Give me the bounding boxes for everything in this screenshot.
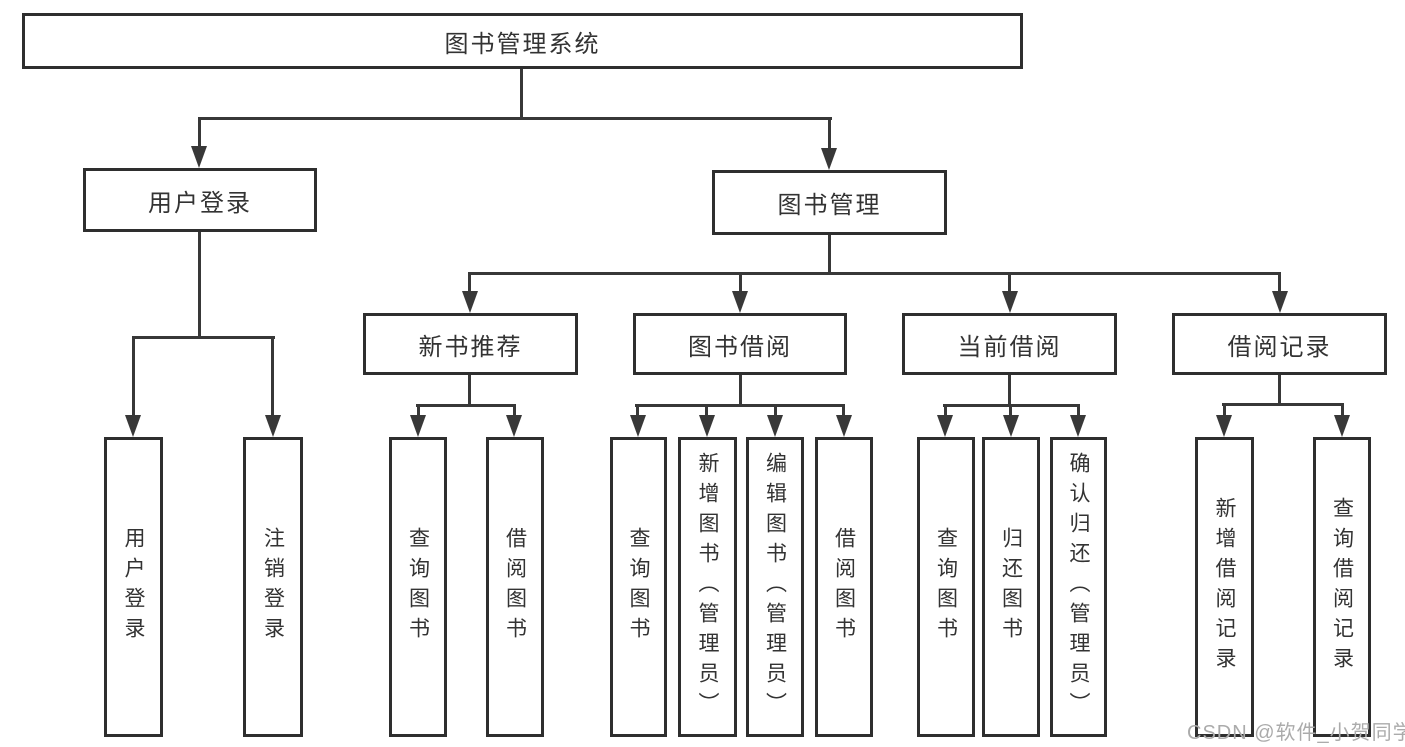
leaf-query-books-borrow: 查询图书 [610,437,667,737]
arrowhead-confirm-return [1070,415,1086,437]
connector-borrowing-bar [635,404,845,407]
leaf-label: 查询图书 [627,527,650,647]
leaf-borrow-books: 借阅图书 [815,437,873,737]
connector-drop-user-login [198,117,201,146]
connector-records-stem [1278,375,1281,406]
leaf-return-books: 归还图书 [982,437,1040,737]
node-label: 当前借阅 [957,333,1062,361]
connector-borrowing-stem [739,375,742,407]
connector-recommend-bar [416,404,516,407]
node-current-borrowing: 当前借阅 [902,313,1117,375]
leaf-add-books-admin: 新增图书（管理员） [678,437,737,737]
leaf-edit-books-admin: 编辑图书（管理员） [746,437,804,737]
connector-drop-confirm-return [1077,404,1080,415]
node-label: 图书管理 [777,192,882,219]
leaf-label: 归还图书 [999,527,1023,647]
arrowhead-borrow-recommend [506,415,522,437]
connector-drop-leaf-logout [271,336,274,415]
connector-drop-query-current [944,404,947,415]
connector-level2-bar [198,117,832,120]
leaf-logout: 注销登录 [243,437,303,737]
arrowhead-borrow-books [836,415,852,437]
arrowhead-user-login [191,146,207,168]
arrowhead-query-borrow [630,415,646,437]
arrowhead-edit-books [767,415,783,437]
arrowhead-query-record [1334,415,1350,437]
node-label: 借阅记录 [1227,333,1332,361]
leaf-query-books-recommend: 查询图书 [389,437,447,737]
leaf-add-borrow-record: 新增借阅记录 [1195,437,1254,737]
leaf-label: 查询借阅记录 [1330,497,1354,677]
arrowhead-query-recommend [410,415,426,437]
arrowhead-add-record [1216,415,1232,437]
node-new-book-recommendation: 新书推荐 [363,313,578,375]
arrowhead-new-book-recommendation [462,291,478,313]
arrowhead-book-management [821,148,837,170]
arrowhead-leaf-user-login [125,415,141,437]
connector-user-login-stem [198,232,201,339]
arrowhead-borrowing-records [1272,291,1288,313]
connector-root-stem [520,69,523,120]
connector-drop-book-borrowing [739,272,742,291]
connector-current-stem [1008,375,1011,407]
connector-drop-book-management [828,117,831,148]
node-label: 图书借阅 [688,333,792,361]
leaf-label: 编辑图书（管理员） [763,452,787,722]
connector-drop-borrow-books [842,404,845,415]
node-book-management: 图书管理 [712,170,947,235]
leaf-label: 借阅图书 [832,527,856,647]
connector-drop-add-record [1223,403,1226,415]
connector-drop-return-books [1009,404,1012,415]
node-library-management-system: 图书管理系统 [22,13,1023,69]
leaf-label: 新增借阅记录 [1213,497,1236,677]
csdn-watermark: CSDN @软件_小贺同学 [1187,722,1405,744]
arrowhead-query-current [937,415,953,437]
leaf-label: 确认归还（管理员） [1067,452,1090,722]
arrowhead-leaf-logout [265,415,281,437]
leaf-query-books-current: 查询图书 [917,437,975,737]
connector-user-login-bar [132,336,275,339]
connector-book-management-stem [828,235,831,275]
arrowhead-add-books [699,415,715,437]
connector-drop-current-borrowing [1008,272,1011,291]
arrowhead-book-borrowing [732,291,748,313]
leaf-confirm-return-admin: 确认归还（管理员） [1050,437,1107,737]
leaf-query-borrow-record: 查询借阅记录 [1313,437,1371,737]
leaf-label: 借阅图书 [503,527,527,647]
connector-drop-query-borrow [636,404,639,415]
connector-drop-borrow-recommend [513,404,516,415]
node-label: 用户登录 [148,189,252,217]
node-user-login: 用户登录 [83,168,317,232]
node-borrowing-records: 借阅记录 [1172,313,1387,375]
leaf-label: 查询图书 [406,527,430,647]
connector-drop-edit-books [774,404,777,415]
connector-recommend-stem [468,375,471,407]
connector-level3-bar [468,272,1281,275]
connector-drop-borrowing-records [1278,272,1281,291]
leaf-borrow-books-recommend: 借阅图书 [486,437,544,737]
connector-drop-leaf-user-login [132,336,135,415]
arrowhead-return-books [1003,415,1019,437]
node-book-borrowing: 图书借阅 [633,313,847,375]
leaf-user-login: 用户登录 [104,437,163,737]
leaf-label: 新增图书（管理员） [696,452,719,722]
leaf-label: 查询图书 [934,527,958,647]
connector-drop-query-record [1341,403,1344,415]
connector-drop-query-recommend [417,404,420,415]
connector-drop-new-book-recommendation [468,272,471,291]
connector-drop-add-books [705,404,708,415]
leaf-label: 用户登录 [122,527,145,647]
leaf-label: 注销登录 [261,527,285,647]
node-label: 图书管理系统 [444,30,601,58]
connector-records-bar [1222,403,1344,406]
arrowhead-current-borrowing [1002,291,1018,313]
node-label: 新书推荐 [418,333,523,361]
